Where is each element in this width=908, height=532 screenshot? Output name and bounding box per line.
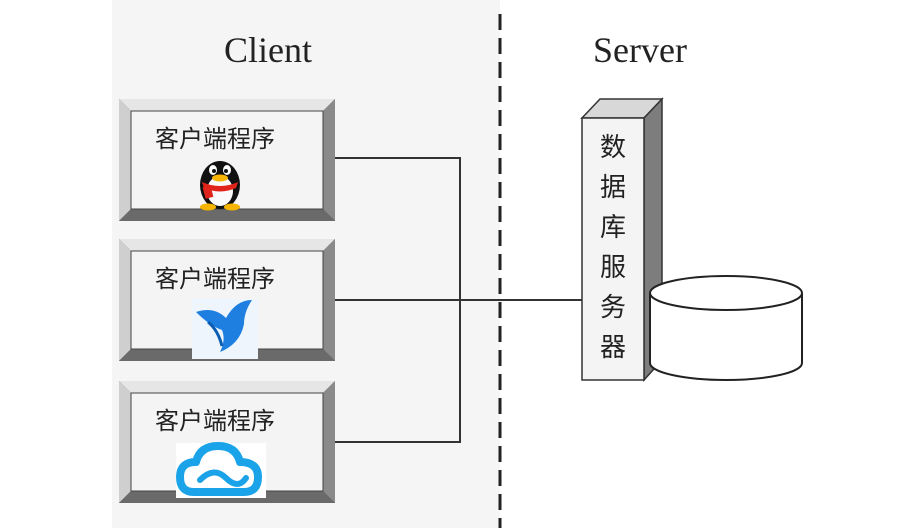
server-title: Server (593, 30, 687, 70)
server-label-char: 据 (600, 173, 626, 203)
cloud-app-icon (176, 442, 266, 498)
server-label-char: 器 (600, 333, 626, 363)
client-program-label: 客户端程序 (155, 407, 275, 435)
client-program-label: 客户端程序 (155, 125, 275, 153)
client-program-box: 客户端程序 (119, 99, 335, 221)
client-program-label: 客户端程序 (155, 265, 275, 293)
client-title: Client (224, 30, 312, 70)
client-program-box: 客户端程序 (119, 381, 335, 503)
database-server-box: 数 据 库 服 务 器 (580, 97, 664, 382)
connection-lines (334, 157, 582, 443)
bird-app-icon (192, 299, 258, 359)
client-program-box: 客户端程序 (119, 239, 335, 361)
server-label-char: 库 (600, 213, 626, 243)
server-label-char: 务 (600, 293, 626, 323)
server-label-char: 数 (600, 133, 626, 163)
qq-penguin-icon (200, 161, 240, 211)
database-cylinder-icon (649, 275, 803, 381)
server-label-char: 服 (600, 253, 626, 283)
